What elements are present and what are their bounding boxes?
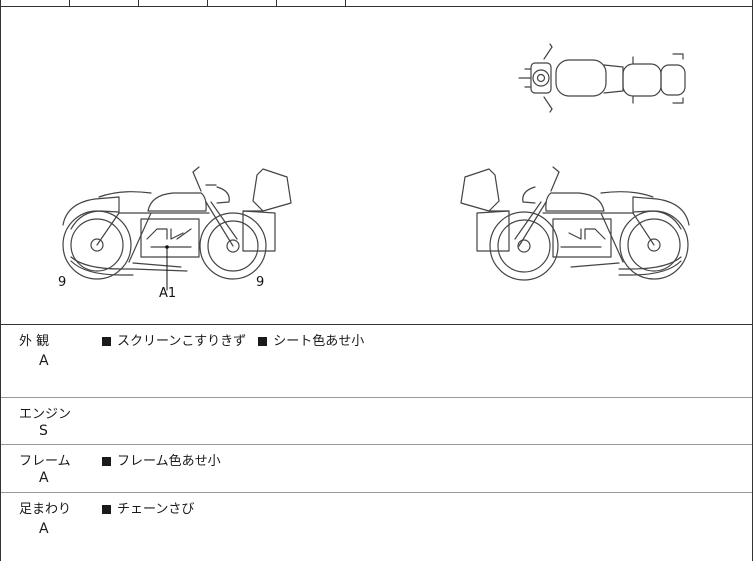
damage-diagram: 9 A1 9 — [1, 7, 752, 325]
section-label: 外 観 — [19, 334, 50, 349]
suspension-section: 足まわり A チェーンさび — [1, 493, 752, 561]
rear-wheel-damage-label: 9 — [256, 275, 265, 290]
section-label: エンジン — [19, 407, 72, 422]
section-grade: A — [39, 353, 49, 369]
section-grade: S — [39, 423, 48, 439]
section-label: フレーム — [19, 454, 71, 469]
left-side-view-motorcycle — [62, 166, 292, 291]
square-bullet-icon — [102, 336, 111, 346]
motorcycle-diagram — [62, 43, 690, 291]
note-text: スクリーンこすりきず — [117, 334, 247, 349]
frame-section: フレーム A フレーム色あせ小 — [1, 445, 752, 493]
header-cell — [138, 0, 208, 6]
section-grade: A — [39, 521, 49, 537]
note-item: フレーム色あせ小 — [102, 454, 221, 469]
square-bullet-icon — [102, 504, 111, 514]
note-item: シート色あせ小 — [258, 334, 364, 349]
note-text: フレーム色あせ小 — [117, 454, 221, 469]
front-wheel-damage-label: 9 — [58, 275, 67, 290]
top-view-motorcycle — [518, 43, 686, 113]
section-notes: スクリーンこすりきず シート色あせ小 — [102, 330, 372, 349]
square-bullet-icon — [102, 456, 111, 466]
header-cell — [1, 0, 70, 6]
header-cell — [207, 0, 277, 6]
square-bullet-icon — [258, 336, 268, 346]
engine-section: エンジン S — [1, 398, 752, 445]
section-label: 足まわり — [19, 502, 72, 517]
note-item: チェーンさび — [102, 502, 194, 517]
note-text: チェーンさび — [117, 502, 195, 517]
header-table-edge — [1, 0, 752, 7]
engine-damage-label: A1 — [159, 286, 177, 301]
note-item: スクリーンこすりきず — [102, 334, 246, 349]
right-side-view-motorcycle — [460, 166, 690, 281]
exterior-section: 外 観 A スクリーンこすりきず シート色あせ小 — [1, 325, 752, 398]
section-grade: A — [39, 470, 49, 486]
section-notes: チェーンさび — [102, 498, 202, 517]
note-text: シート色あせ小 — [273, 334, 365, 349]
section-notes: フレーム色あせ小 — [102, 450, 229, 469]
header-cell — [276, 0, 346, 6]
header-cell — [69, 0, 139, 6]
